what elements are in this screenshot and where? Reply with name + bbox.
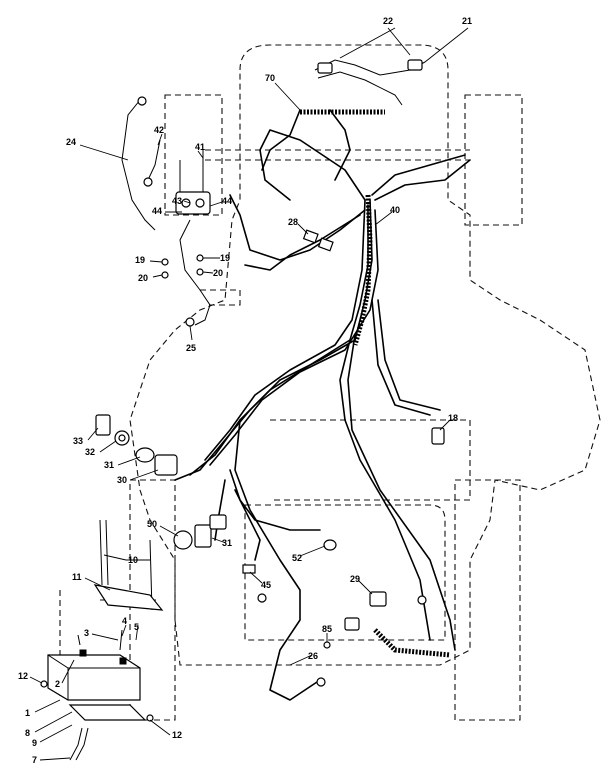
callout-43: 43 (172, 196, 182, 206)
callout-25: 25 (186, 343, 196, 353)
callout-12: 12 (18, 671, 28, 681)
callout-30: 30 (117, 475, 127, 485)
tractor-outline (59, 44, 601, 721)
callout-40: 40 (390, 205, 400, 215)
callout-24: 24 (66, 137, 76, 147)
callout-70: 70 (265, 73, 275, 83)
callout-7: 7 (32, 755, 37, 765)
loom-40 (352, 194, 373, 346)
callout-1: 1 (25, 708, 30, 718)
callout-11: 11 (72, 572, 82, 582)
wire-loom (300, 109, 451, 658)
loom-26 (373, 628, 451, 658)
callout-21: 21 (462, 16, 472, 26)
callout-labels: 22 21 70 24 42 41 43 44 44 40 28 19 19 2… (18, 16, 472, 765)
callout-31: 31 (104, 460, 114, 470)
callout-44: 44 (222, 196, 232, 206)
parts (40, 59, 445, 761)
callout-3: 3 (84, 628, 89, 638)
callout-45: 45 (261, 580, 271, 590)
callout-32: 32 (85, 447, 95, 457)
callout-18: 18 (448, 413, 458, 423)
callout-19: 19 (135, 255, 145, 265)
callout-42: 42 (154, 125, 164, 135)
callout-31: 31 (222, 538, 232, 548)
callout-28: 28 (288, 217, 298, 227)
callout-4: 4 (122, 616, 127, 626)
callout-33: 33 (73, 436, 83, 446)
leader-lines (29, 27, 469, 761)
callout-9: 9 (32, 738, 37, 748)
callout-85: 85 (322, 624, 332, 634)
callout-5: 5 (134, 622, 139, 632)
callout-29: 29 (350, 574, 360, 584)
callout-50: 50 (147, 519, 157, 529)
callout-22: 22 (383, 16, 393, 26)
callout-20: 20 (138, 273, 148, 283)
main-wire-harness (174, 109, 471, 701)
callout-19: 19 (220, 253, 230, 263)
callout-2: 2 (55, 679, 60, 689)
callout-10: 10 (128, 555, 138, 565)
callout-12: 12 (172, 730, 182, 740)
callout-26: 26 (308, 651, 318, 661)
callout-44: 44 (152, 206, 162, 216)
callout-20: 20 (213, 268, 223, 278)
callout-41: 41 (195, 142, 205, 152)
callout-52: 52 (292, 553, 302, 563)
callout-8: 8 (25, 728, 30, 738)
